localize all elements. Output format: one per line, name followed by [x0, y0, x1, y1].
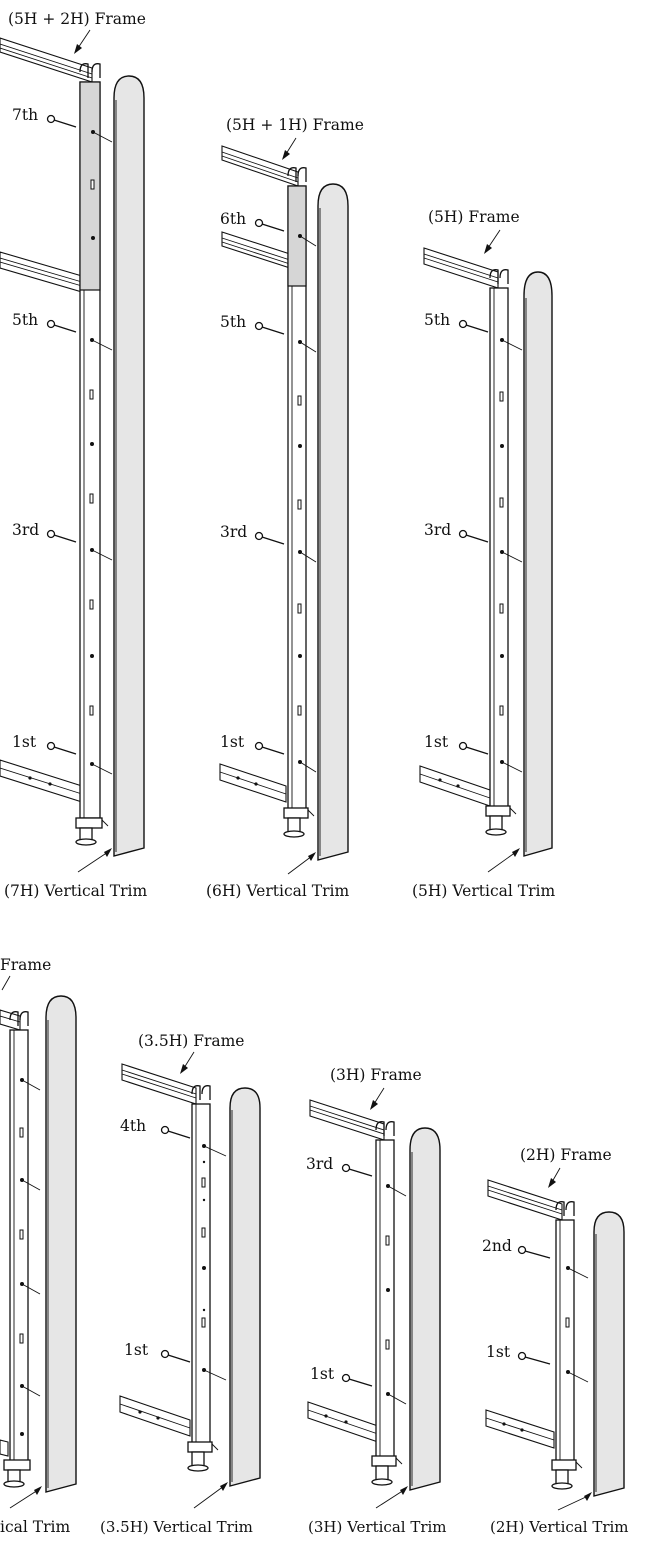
screw: [254, 531, 285, 545]
assembly-5h: (5H) Frame 5th 3rd 1st (5H) Vertical Tri…: [412, 208, 555, 900]
mid-rail: [0, 251, 83, 293]
foot: [187, 1441, 219, 1472]
assembly-3-5h: (3.5H) Frame 4th 1st (3.5H) Vertical Tri…: [100, 1032, 261, 1536]
screw: [254, 218, 285, 232]
screw-label: 5th: [424, 311, 450, 329]
screw-label: 6th: [220, 210, 246, 228]
assembly-cutoff: Frame ical Trim: [0, 956, 77, 1536]
screw: [160, 1349, 191, 1363]
assembly-6h: (5H + 1H) Frame 6th 5th 3rd 1st (6H) Ver…: [206, 116, 364, 900]
foot: [75, 817, 109, 846]
screw: [341, 1163, 373, 1177]
screw-label: 1st: [124, 1341, 149, 1359]
frame-label: (3H) Frame: [330, 1066, 422, 1084]
upright-post: [79, 63, 101, 819]
screw: [341, 1373, 373, 1387]
frame-label: (5H + 1H) Frame: [226, 116, 364, 134]
frame-label: (3.5H) Frame: [138, 1032, 244, 1050]
trim-label: (5H) Vertical Trim: [412, 882, 555, 900]
trim-label: (6H) Vertical Trim: [206, 882, 349, 900]
screw-label: 1st: [424, 733, 449, 751]
screw-label: 1st: [220, 733, 245, 751]
trim-label: (3H) Vertical Trim: [308, 1518, 447, 1536]
screw-label: 4th: [120, 1117, 146, 1135]
screw-label: 3rd: [12, 521, 39, 539]
screw: [46, 319, 77, 333]
screw-label: 3rd: [424, 521, 451, 539]
screw: [46, 114, 77, 128]
screw-label: 5th: [220, 313, 246, 331]
screw: [160, 1125, 191, 1139]
bottom-rail: [0, 759, 83, 803]
frame-label: (5H + 2H) Frame: [8, 10, 146, 28]
top-rail: [487, 1179, 563, 1221]
screw: [46, 741, 77, 755]
screw: [517, 1351, 551, 1365]
screw-label: 2nd: [482, 1237, 512, 1255]
upright-post: [191, 1085, 211, 1445]
upright-post: [555, 1201, 575, 1463]
screw-label: 5th: [12, 311, 38, 329]
extension-highlight: [79, 81, 101, 291]
screw-label: 3rd: [306, 1155, 333, 1173]
foot: [371, 1455, 403, 1486]
vertical-trim: [317, 183, 349, 861]
vertical-trim: [229, 1087, 261, 1487]
screw: [254, 741, 285, 755]
foot: [283, 807, 315, 838]
foot: [551, 1459, 583, 1490]
screw-label: 7th: [12, 106, 38, 124]
bottom-rail: [119, 1395, 191, 1437]
frame-label: (2H) Frame: [520, 1146, 612, 1164]
bottom-rail: [307, 1401, 379, 1443]
screw: [46, 529, 77, 543]
foot: [485, 805, 517, 836]
screw: [458, 741, 489, 755]
mid-rail: [221, 231, 291, 269]
upright-post: [9, 1011, 29, 1463]
vertical-trim: [593, 1211, 625, 1497]
frame-label: (5H) Frame: [428, 208, 520, 226]
trim-label: (7H) Vertical Trim: [4, 882, 147, 900]
upright-post: [375, 1121, 395, 1459]
vertical-trim: [523, 271, 553, 857]
top-rail: [423, 247, 499, 289]
upright-post: [489, 269, 509, 809]
trim-label: ical Trim: [0, 1518, 70, 1536]
screw-label: 3rd: [220, 523, 247, 541]
assembly-2h: (2H) Frame 2nd 1st (2H) Vertical Trim: [482, 1146, 629, 1536]
screw-label: 1st: [310, 1365, 335, 1383]
bottom-rail: [219, 763, 287, 803]
top-rail: [0, 37, 93, 83]
screw-label: 1st: [12, 733, 37, 751]
frame-label: Frame: [0, 956, 51, 974]
screw: [254, 321, 285, 335]
vertical-trim: [45, 995, 77, 1493]
extension-highlight: [287, 185, 307, 287]
trim-label: (2H) Vertical Trim: [490, 1518, 629, 1536]
trim-label: (3.5H) Vertical Trim: [100, 1518, 253, 1536]
assembly-3h: (3H) Frame 3rd 1st (3H) Vertical Trim: [306, 1066, 447, 1536]
bottom-rail: [485, 1409, 555, 1449]
vertical-trim: [113, 75, 145, 857]
bottom-rail: [419, 765, 491, 807]
screw: [517, 1245, 551, 1259]
bottom-rail: [0, 1439, 9, 1457]
assembly-7h: (5H + 2H) Frame 7th 5th 3rd 1st (7H) Ver…: [0, 10, 147, 900]
upright-post: [287, 167, 307, 811]
foot: [3, 1459, 31, 1488]
screw: [458, 319, 489, 333]
screw-label: 1st: [486, 1343, 511, 1361]
screw: [458, 529, 489, 543]
vertical-trim: [409, 1127, 441, 1491]
